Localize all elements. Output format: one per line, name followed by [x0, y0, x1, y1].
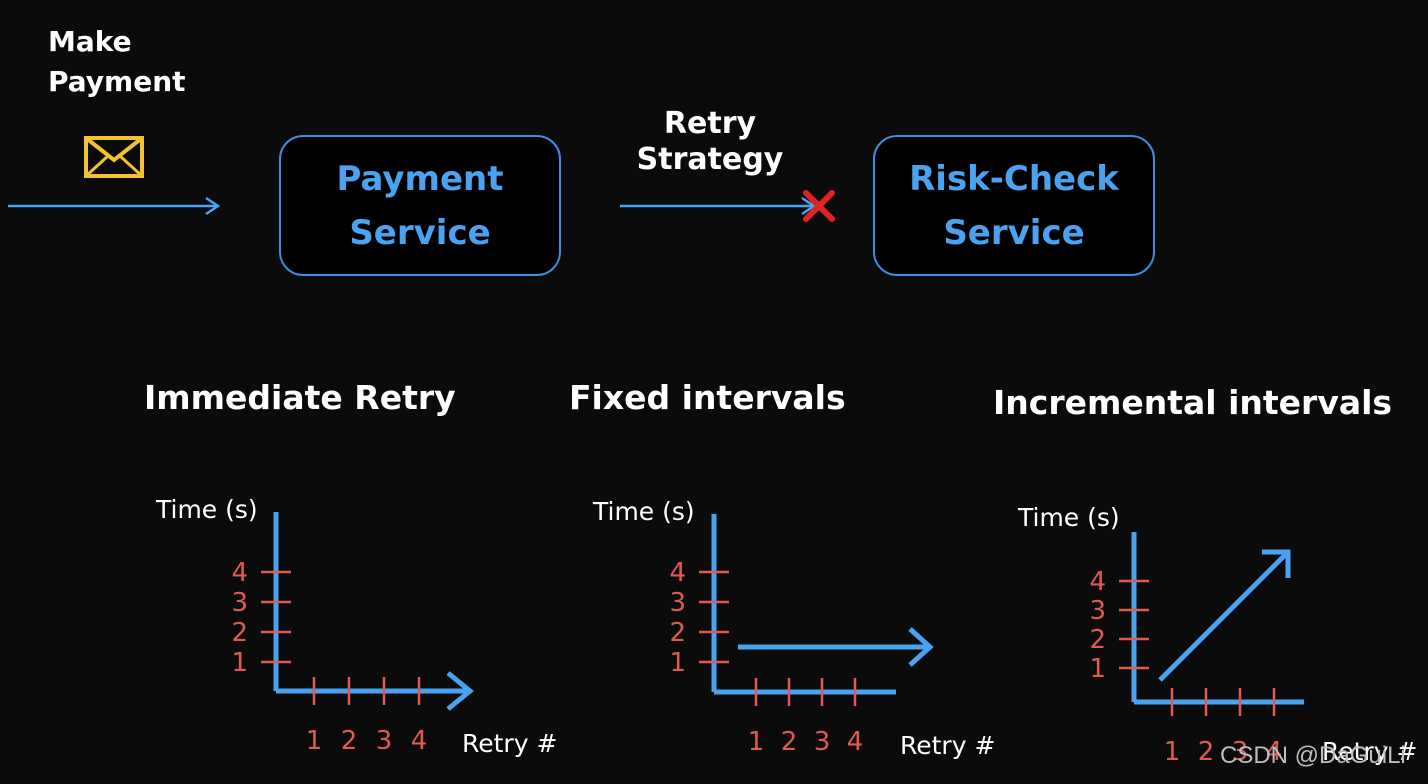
- series-arrow-head: [446, 671, 474, 711]
- y-axis-label: Time (s): [155, 495, 258, 524]
- x-tick-label: 3: [1232, 737, 1249, 767]
- retry-strategy-line1: Retry: [663, 106, 757, 141]
- payment-service-box: Payment Service: [279, 135, 561, 276]
- risk-check-service-line2: Service: [943, 212, 1085, 253]
- x-tick-label: 3: [814, 727, 831, 757]
- x-tick-label: 2: [1198, 737, 1215, 767]
- payment-service-line2: Service: [349, 212, 491, 253]
- y-tick-label: 3: [669, 588, 686, 618]
- request-arrow: [8, 196, 221, 216]
- y-tick-label: 1: [231, 648, 248, 678]
- y-tick-label: 4: [1089, 567, 1106, 597]
- x-tick-label: 2: [781, 727, 798, 757]
- cross-icon: [803, 190, 835, 222]
- y-tick-label: 3: [231, 588, 248, 618]
- retry-strategy-label: Retry Strategy: [620, 106, 800, 178]
- series-line: [1158, 552, 1288, 682]
- y-tick-label: 4: [669, 558, 686, 588]
- y-tick-label: 1: [669, 648, 686, 678]
- payment-service-line1: Payment: [336, 158, 504, 199]
- retry-arrow: [620, 196, 817, 216]
- make-payment-line1: Make: [48, 25, 132, 58]
- y-tick-label: 2: [1089, 625, 1106, 655]
- y-tick-label: 2: [231, 618, 248, 648]
- risk-check-service-line1: Risk-Check: [909, 158, 1119, 199]
- x-tick-label: 4: [847, 727, 864, 757]
- y-tick-label: 1: [1089, 654, 1106, 684]
- series-arrow-head: [908, 627, 934, 667]
- watermark: CSDN @DaGuiLi: [1220, 742, 1406, 769]
- y-axis-label: Time (s): [1017, 503, 1120, 532]
- chart-title-immediate: Immediate Retry: [144, 378, 456, 417]
- x-tick-label: 1: [306, 726, 323, 756]
- x-tick-label: 4: [1266, 737, 1283, 767]
- flow-arrows: [8, 190, 835, 222]
- y-tick-label: 3: [1089, 596, 1106, 626]
- make-payment-line2: Payment: [48, 65, 186, 98]
- x-axis-label: Retry #: [462, 729, 557, 758]
- chart-title-fixed: Fixed intervals: [569, 378, 846, 417]
- retry-strategy-line2: Strategy: [636, 142, 784, 177]
- y-tick-label: 4: [231, 558, 248, 588]
- risk-check-service-box: Risk-Check Service: [873, 135, 1155, 276]
- x-tick-label: 2: [341, 726, 358, 756]
- x-tick-label: 4: [411, 726, 428, 756]
- x-tick-label: 3: [376, 726, 393, 756]
- x-axis-label: Retry #: [1322, 737, 1417, 766]
- series-arrow-head: [1262, 549, 1291, 578]
- envelope-icon: [84, 136, 144, 178]
- y-axis-label: Time (s): [592, 497, 695, 526]
- x-tick-label: 1: [1164, 737, 1181, 767]
- x-tick-label: 1: [748, 727, 765, 757]
- y-tick-label: 2: [669, 618, 686, 648]
- make-payment-label: Make Payment: [48, 22, 186, 102]
- x-axis-label: Retry #: [900, 731, 995, 760]
- chart-title-incremental: Incremental intervals: [993, 383, 1393, 422]
